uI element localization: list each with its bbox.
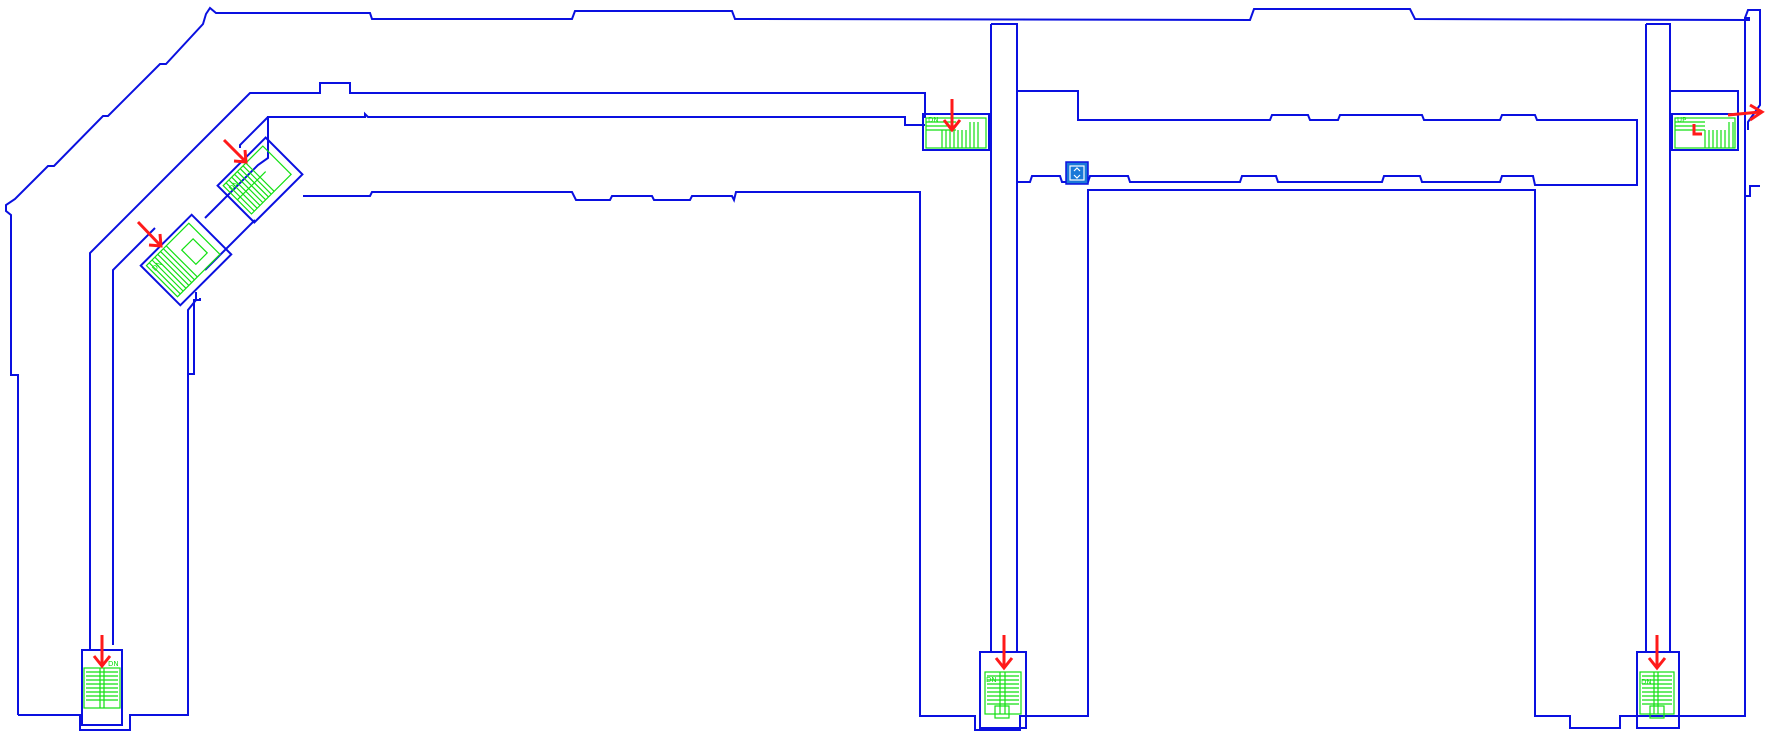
arrow-down-top-middle-stair [942, 99, 962, 133]
inner-wall-left-wing [187, 292, 197, 374]
stair-diagonal-lower: DN [139, 213, 233, 307]
arrow-down-left-stair [92, 635, 112, 669]
outer-wall-right-edge [1744, 9, 1761, 197]
arrow-down-middle-stair [994, 635, 1014, 671]
corridor-right-vertical [1645, 23, 1671, 652]
outer-wall-left-wing [5, 6, 1751, 715]
stair-top-right: UP [1671, 113, 1739, 151]
stair-top-middle: DN [922, 113, 990, 151]
arrow-right-top-right-stair [1727, 103, 1765, 122]
stair-diagonal-upper: DN [216, 136, 304, 224]
stair-label-dn: DN [1641, 678, 1652, 686]
corridor-middle-right-wall [1017, 90, 1638, 186]
arrow-diagonal-lower-stair [136, 220, 163, 248]
stair-label-dn: DN [928, 116, 939, 124]
corridor-left-outer-wall [89, 82, 926, 650]
stair-label-dn: DN [108, 660, 119, 668]
stair-label-up: UP [1677, 116, 1686, 124]
arrow-diagonal-upper-stair [222, 138, 248, 164]
elevator-icon [1065, 161, 1089, 185]
corridor-middle-vertical [990, 23, 1018, 652]
corridor-connector-wall-a [239, 116, 269, 148]
stair-label-dn: DN [227, 180, 240, 193]
corridor-connector-wall-c [303, 189, 1746, 731]
stair-label-dn: DN [151, 260, 164, 273]
corridor-left-inner-wall [112, 111, 925, 645]
stair-label-dn: DN [986, 676, 997, 684]
arrow-down-right-stair [1647, 635, 1667, 671]
